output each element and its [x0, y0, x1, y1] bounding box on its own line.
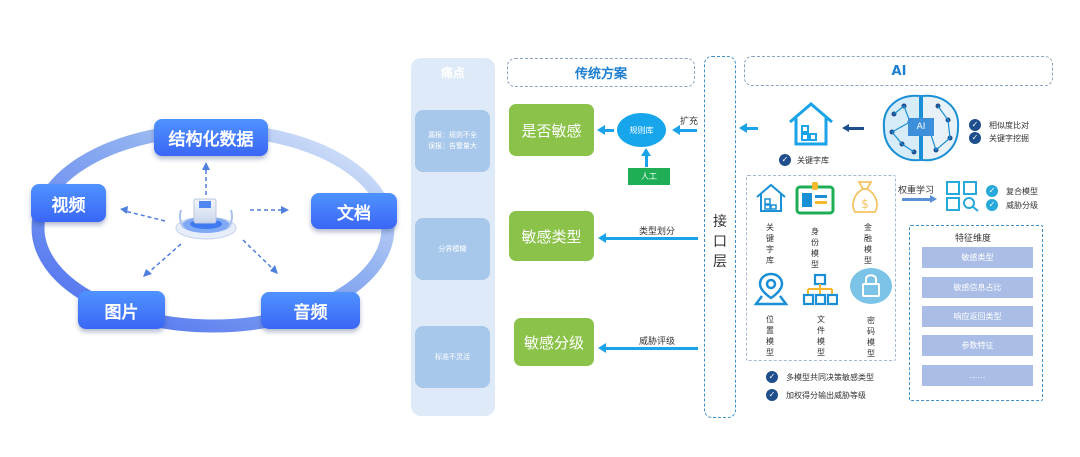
pain-point-box: 漏报：规则不全 误报：告警量大 — [415, 110, 490, 172]
dashed-arrows — [124, 168, 283, 274]
arrow-head — [672, 125, 680, 135]
arrow-head — [842, 124, 849, 132]
check-icon: ✓ — [779, 154, 791, 166]
model-label-password: 密 码 模 型 — [867, 316, 875, 358]
house-icon — [756, 183, 786, 212]
ai-title: AI — [891, 63, 907, 79]
threat-label: 威胁评级 — [639, 337, 676, 347]
bottom-check-threat: 加权得分输出威胁等级 — [786, 391, 866, 400]
keyword-library-house-icon — [789, 102, 833, 146]
money-bag-icon: $ — [852, 181, 878, 213]
output-is-sensitive: 是否敏感 — [509, 104, 594, 156]
node-document: 文档 — [311, 193, 397, 229]
model-label-keyword: 关 键 字 库 — [766, 223, 774, 265]
node-video: 视频 — [31, 184, 106, 222]
check-icon: ✓ — [969, 119, 981, 131]
check-icon: ✓ — [766, 371, 778, 383]
location-pin-icon — [754, 272, 788, 306]
output-sensitive-level: 敏感分级 — [514, 318, 594, 366]
output-sensitive-type: 敏感类型 — [509, 211, 594, 261]
arrow-type — [605, 237, 698, 240]
arrow-head — [598, 233, 606, 243]
arrow-ai-to-interface — [746, 127, 758, 130]
check-icon: ✓ — [766, 389, 778, 401]
ai-brain-icon — [882, 94, 960, 162]
expand-label: 扩充 — [680, 117, 699, 127]
arrow-head — [598, 343, 606, 353]
composite-model-icon — [946, 181, 979, 212]
check-icon: ✓ — [969, 132, 981, 144]
feature-item: 敏感信息占比 — [922, 277, 1033, 298]
arrow-expand — [679, 129, 697, 132]
feature-item: 参数特征 — [922, 335, 1033, 356]
feature-item: …… — [922, 365, 1033, 386]
arrow-brain-to-keyword — [848, 127, 864, 130]
pain-points-column: 痛点 漏报：规则不全 误报：告警量大 分界模糊 标准不灵活 — [411, 58, 495, 416]
arrow-threat — [605, 347, 698, 350]
node-image: 图片 — [78, 291, 165, 329]
svg-text:$: $ — [861, 197, 869, 211]
check-icon: ✓ — [986, 185, 998, 197]
model-label-location: 位 置 模 型 — [766, 315, 774, 357]
check-icon: ✓ — [986, 199, 998, 211]
model-label-identity: 身 份 模 型 — [811, 227, 819, 269]
feature-item: 响应返回类型 — [922, 306, 1033, 327]
type-label: 类型划分 — [639, 227, 676, 237]
model-label-file: 文 件 模 型 — [817, 315, 825, 357]
pain-point-box: 标准不灵活 — [415, 326, 490, 388]
arrow-head — [930, 195, 937, 203]
interface-layer: 接 口 层 — [704, 56, 736, 418]
rule-library-node: 规则库 — [617, 113, 666, 147]
id-card-icon — [795, 182, 835, 215]
ai-header — [744, 56, 1053, 86]
brain-check-similarity: 相似度比对 — [989, 121, 1029, 130]
node-label: 视频 — [51, 195, 86, 216]
brain-check-keyword: 关键字挖掘 — [989, 134, 1029, 143]
traditional-header — [507, 58, 695, 87]
feature-dimension-title: 特征维度 — [955, 234, 992, 244]
hierarchy-icon — [802, 273, 838, 306]
manual-node: 人工 — [628, 168, 670, 185]
arrow-head — [597, 125, 605, 135]
feature-item: 敏感类型 — [922, 247, 1033, 268]
arrow-head — [739, 123, 747, 133]
feature-dimension-box — [909, 225, 1043, 401]
interface-layer-label: 接 口 层 — [713, 214, 727, 270]
node-label: 音频 — [293, 303, 328, 323]
node-structured-data: 结构化数据 — [154, 119, 268, 156]
arrow-weight-learning — [902, 198, 930, 201]
arrow-manual-to-rule — [645, 155, 648, 167]
arrow-rule-to-output — [604, 129, 614, 132]
node-label: 文档 — [337, 203, 371, 224]
arrow-head — [641, 148, 651, 156]
weight-learning-label: 权重学习 — [898, 186, 935, 196]
models-box — [746, 175, 896, 361]
model-label-finance: 金 融 模 型 — [864, 223, 872, 265]
data-device-icon — [175, 198, 237, 240]
pain-point-box: 分界模糊 — [415, 218, 490, 280]
arrow-heads — [120, 162, 289, 277]
node-label: 结构化数据 — [168, 130, 254, 150]
bottom-check-type: 多模型共同决策敏感类型 — [786, 373, 874, 382]
node-audio: 音频 — [261, 292, 360, 329]
lock-icon — [850, 268, 892, 304]
ai-badge: AI — [916, 122, 926, 132]
composite-check-threat: 威胁分级 — [1006, 201, 1038, 210]
composite-check-model: 复合模型 — [1006, 187, 1038, 196]
traditional-title: 传统方案 — [574, 67, 627, 82]
node-label: 图片 — [104, 302, 139, 323]
keyword-library-label: 关键字库 — [797, 156, 829, 165]
pain-points-title: 痛点 — [440, 66, 465, 80]
